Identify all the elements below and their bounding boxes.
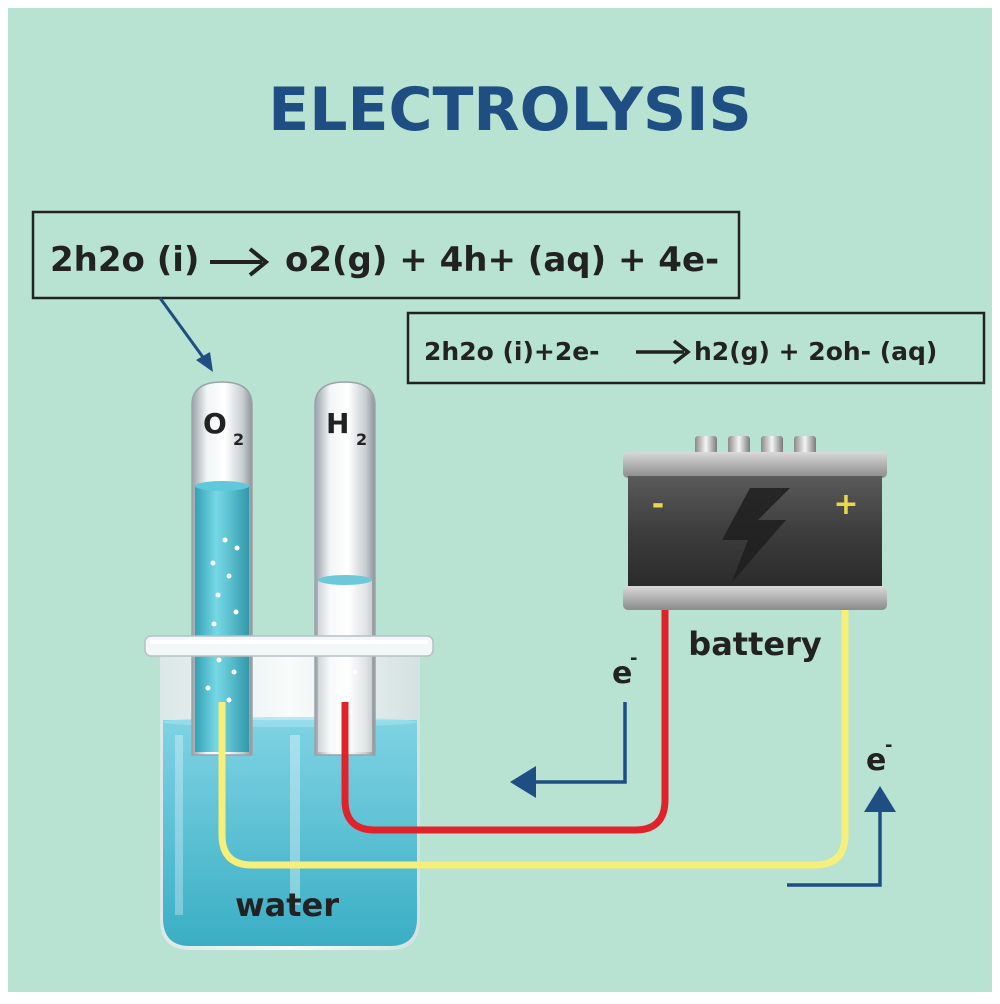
hydrogen-symbol: H bbox=[326, 407, 349, 440]
reduction-equation-reactants: 2h2o (i)+2e- bbox=[424, 337, 600, 366]
battery-positive-sign: + bbox=[833, 487, 858, 522]
oxygen-symbol: O bbox=[203, 407, 227, 440]
oxygen-label: O 2 bbox=[203, 407, 244, 449]
electron-label-right-sup: - bbox=[885, 735, 892, 756]
beaker-rim bbox=[144, 635, 434, 657]
oxidation-equation-reactant: 2h2o (i) bbox=[50, 240, 199, 280]
equation-pointer-arrow bbox=[158, 297, 213, 372]
electron-flow-arrow-left bbox=[510, 702, 627, 798]
positive-wire bbox=[218, 538, 849, 869]
electron-label-left: e bbox=[612, 656, 632, 691]
oxidation-reaction-arrow bbox=[210, 247, 270, 277]
oxygen-subscript: 2 bbox=[233, 430, 244, 449]
electron-flow-arrow-right bbox=[787, 786, 896, 887]
electron-label-right: e bbox=[866, 743, 886, 778]
beaker-water bbox=[163, 720, 417, 946]
hydrogen-test-tube bbox=[314, 381, 376, 756]
water-label: water bbox=[235, 886, 339, 924]
hydrogen-label: H 2 bbox=[326, 407, 367, 449]
reduction-equation-box bbox=[406, 311, 986, 385]
hydrogen-subscript: 2 bbox=[356, 430, 367, 449]
battery bbox=[623, 436, 887, 610]
oxidation-equation-products: o2(g) + 4h+ (aq) + 4e- bbox=[285, 240, 719, 280]
lightning-bolt-icon bbox=[722, 488, 790, 582]
diagram-title: ELECTROLYSIS bbox=[268, 75, 751, 145]
battery-negative-sign: - bbox=[652, 487, 664, 522]
negative-wire bbox=[341, 538, 669, 834]
oxygen-test-tube bbox=[191, 381, 253, 756]
reduction-reaction-arrow bbox=[636, 339, 691, 365]
oxidation-equation-box bbox=[31, 210, 741, 300]
battery-terminals bbox=[695, 436, 816, 456]
reduction-equation-products: h2(g) + 2oh- (aq) bbox=[694, 337, 937, 366]
electron-label-left-sup: - bbox=[630, 648, 637, 669]
battery-label: battery bbox=[688, 625, 822, 663]
